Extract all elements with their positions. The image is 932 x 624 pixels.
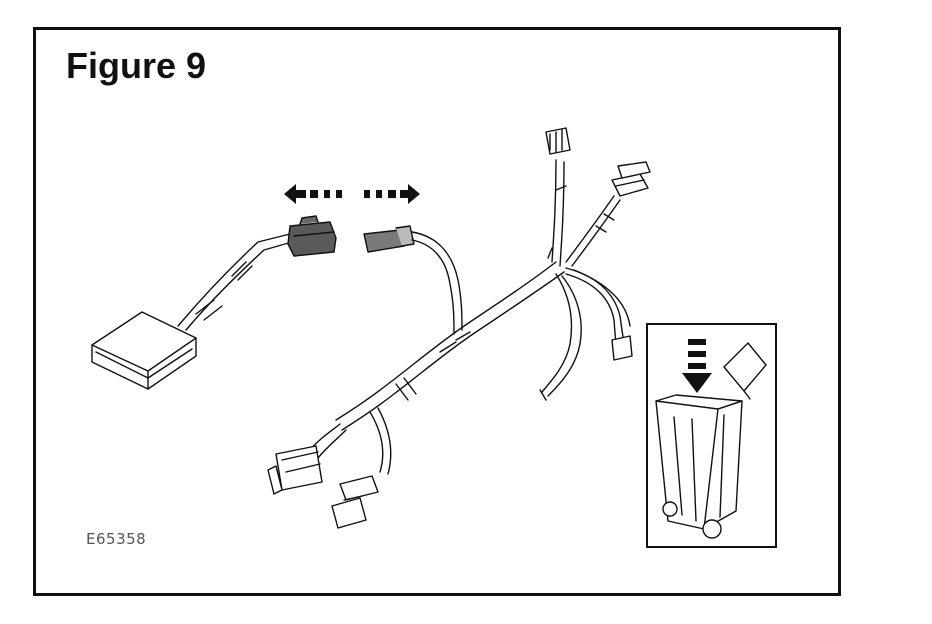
disposal-panel (646, 323, 777, 548)
upper-branch (545, 127, 571, 267)
loose-lead (539, 273, 582, 401)
plug-lead (411, 231, 463, 335)
connector-socket (287, 215, 337, 257)
connector-plug (363, 225, 415, 253)
flat-connector-branch (565, 161, 651, 267)
lower-left-branch (267, 423, 347, 495)
waste-bin-icon (655, 339, 767, 539)
figure-code: E65358 (86, 530, 147, 548)
figure-title: Figure 9 (66, 45, 207, 86)
harness-trunk (335, 261, 565, 431)
lower-right-branch (331, 407, 392, 529)
control-module (91, 311, 197, 390)
right-branch (565, 267, 633, 361)
double-arrow-icon (284, 184, 420, 204)
module-pigtail (177, 233, 293, 331)
